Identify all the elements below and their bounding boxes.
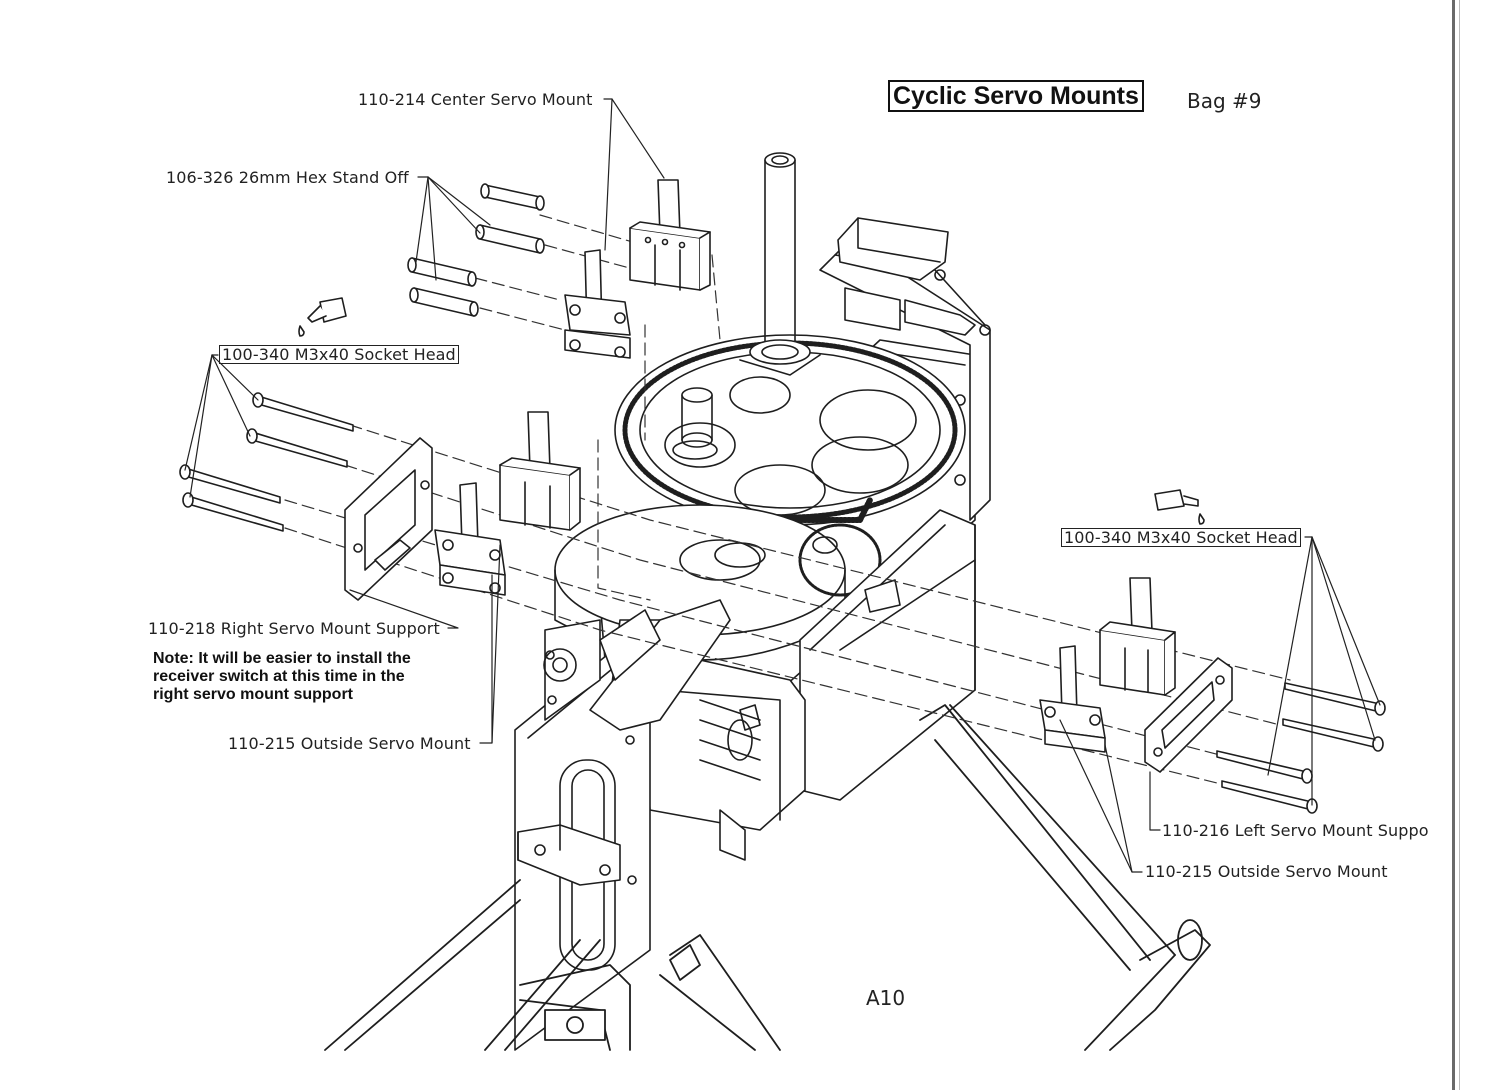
- switch-bracket: [517, 824, 621, 886]
- threadlocker-bottle-right: [1154, 489, 1205, 525]
- center-servo-mount-right: [1099, 577, 1176, 696]
- shaft-collar: [672, 387, 718, 460]
- frame-lower-extension: [589, 599, 731, 731]
- main-shaft: [739, 152, 821, 376]
- bevel-gear: [798, 523, 882, 597]
- exploded-assembly-drawing: [179, 98, 1386, 1051]
- leader-lines: [184, 98, 1381, 873]
- label-outside-servo-mount-right: 110-215 Outside Servo Mount: [1145, 862, 1388, 881]
- outside-servo-mount-left: [434, 482, 506, 596]
- landing-gear: [324, 704, 1211, 1051]
- left-servo-mount-support: [1144, 657, 1233, 773]
- label-socket-head-left: 100-340 M3x40 Socket Head: [219, 345, 459, 364]
- label-hex-standoff: 106-326 26mm Hex Stand Off: [166, 168, 409, 187]
- label-right-servo-mount-support: 110-218 Right Servo Mount Support: [148, 619, 440, 638]
- label-socket-head-right: 100-340 M3x40 Socket Head: [1061, 528, 1301, 547]
- note-line-3: right servo mount support: [153, 686, 353, 703]
- outside-servo-mount-right: [1039, 645, 1106, 753]
- hex-standoffs: [407, 183, 545, 317]
- fuel-tank: [799, 509, 976, 801]
- outside-servo-mount-upper: [564, 249, 631, 359]
- page-number: A10: [866, 986, 906, 1010]
- note-line-1: Note: It will be easier to install the: [153, 650, 411, 667]
- label-outside-servo-mount-left: 110-215 Outside Servo Mount: [228, 734, 471, 753]
- center-servo-mount-left: [499, 411, 581, 531]
- socket-screws-left: [179, 392, 354, 532]
- socket-screws-right: [1216, 682, 1386, 814]
- canopy-block: [837, 217, 976, 336]
- label-left-servo-mount-support: 110-216 Left Servo Mount Suppo: [1162, 821, 1429, 840]
- page-border-inner: [1459, 0, 1460, 1090]
- engine: [639, 659, 806, 861]
- page-title: Cyclic Servo Mounts: [888, 80, 1144, 112]
- center-servo-mount: [629, 179, 711, 291]
- threadlocker-bottle-left: [298, 297, 347, 337]
- label-center-servo-mount: 110-214 Center Servo Mount: [358, 90, 593, 109]
- page-border: [1452, 0, 1455, 1090]
- right-servo-mount-support: [344, 437, 433, 601]
- bag-number: Bag #9: [1187, 89, 1262, 113]
- note-line-2: receiver switch at this time in the: [153, 668, 405, 685]
- assembly-note: Note: It will be easier to install the r…: [153, 650, 411, 704]
